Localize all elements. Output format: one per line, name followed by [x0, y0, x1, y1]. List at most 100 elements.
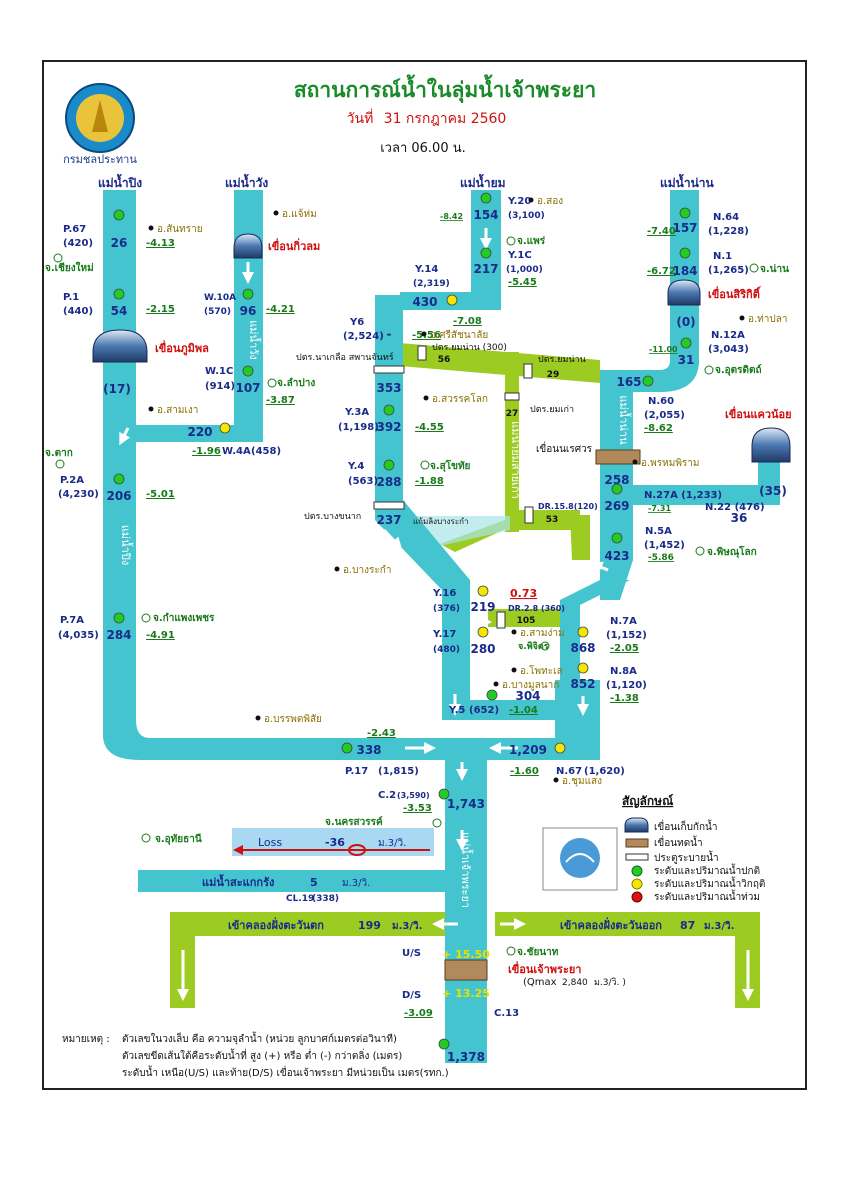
station-dot-n12a	[680, 337, 692, 349]
station-n67-capacity: (1,620)	[584, 766, 625, 777]
level-y3a: -4.55	[415, 422, 444, 433]
station-w1c-capacity: (914)	[205, 381, 235, 392]
bhumibol-dam-label: เขื่อนภูมิพล	[155, 340, 209, 356]
place-dot-phothale	[511, 667, 517, 673]
station-n5a: N.5A	[645, 526, 672, 537]
qmax-label: (Qmax	[523, 977, 557, 988]
place-dot-jaehom	[273, 210, 279, 216]
place-srisatchanalai: อ.ศรีสัชนาลัย	[430, 329, 488, 341]
level-n27a: -7.31	[648, 504, 671, 513]
station-dot-w10a	[242, 288, 254, 300]
station-p7a: P.7A	[60, 615, 84, 626]
level-downstream: -3.09	[404, 1008, 433, 1019]
ping-river-body-label: แม่น้ำปิง	[119, 525, 134, 565]
notes-line-1: ตัวเลขในวงเล็บ คือ ความจุลำน้ำ (หน่วย ลู…	[122, 1031, 397, 1045]
station-dot-y1c	[480, 247, 492, 259]
station-dot-n27a	[611, 483, 623, 495]
level-p67: -4.13	[146, 238, 175, 249]
bangrakam-retention-area	[398, 516, 510, 546]
place-dot-bangmunnak	[493, 681, 499, 687]
place-jaehom: อ.แจ้ห่ม	[282, 208, 317, 220]
kiu-lom-dam-icon	[233, 233, 263, 259]
place-nan: จ.น่าน	[760, 263, 789, 275]
place-dot-song	[528, 197, 534, 203]
yom-old-river-body-label: แม่น้ำยมสายเก่า	[509, 421, 524, 499]
level-n1: -6.72	[647, 266, 676, 277]
station-p67: P.67	[63, 224, 86, 235]
place-nakhonsawan: จ.นครสวรรค์	[325, 816, 383, 828]
flow-y5: 304	[515, 689, 540, 703]
station-y17: Y.17	[432, 629, 456, 640]
legend-flood-dot	[631, 891, 643, 903]
canal-flow-0-73: 0.73	[510, 587, 537, 600]
legend-logo	[542, 827, 618, 891]
legend-item-critical: ระดับและปริมาณน้ำวิกฤติ	[654, 876, 765, 890]
place-phichit: จ.พิจิตร	[518, 641, 549, 652]
logo-text: กรมชลประทาน	[63, 153, 137, 166]
station-n7a-capacity: (1,152)	[606, 630, 647, 641]
station-dot-y14	[446, 294, 458, 306]
flow-y1c: 217	[473, 262, 498, 276]
level-y4: -1.88	[415, 476, 444, 487]
level-n7a: -2.05	[610, 643, 639, 654]
flow-c13: 1,378	[447, 1050, 485, 1064]
legend-critical-dot	[631, 878, 643, 890]
place-bangmunnak: อ.บางมูลนาก	[502, 680, 559, 691]
time-label: เวลา 06.00 น.	[380, 141, 466, 156]
place-tak: จ.ตาก	[45, 448, 73, 459]
station-c13: C.13	[494, 1008, 519, 1019]
station-n1-capacity: (1,265)	[708, 265, 749, 276]
place-uthai: จ.อุทัยธานี	[155, 833, 202, 845]
khwae-noi-dam-icon	[751, 427, 791, 463]
flow-arrows	[119, 228, 609, 851]
province-markers	[53, 236, 759, 956]
place-phitsanulok: จ.พิษณุโลก	[707, 545, 757, 558]
station-cl19: CL.19	[286, 894, 314, 904]
legend-storage-dam-icon	[624, 817, 649, 833]
date-label: วันที่	[347, 109, 374, 127]
flow-yom-353: 353	[376, 381, 401, 395]
retention-label-bangrakam: แก้มลิงบางระกำ	[413, 517, 469, 526]
station-y3a-capacity: (1,198)	[338, 422, 379, 433]
bhumibol-dam-icon	[92, 329, 148, 363]
khwae-noi-outflow: (35)	[759, 484, 787, 498]
bhumibol-outflow: (17)	[103, 382, 131, 396]
station-dot-n64	[679, 207, 691, 219]
legend-item-storage-dam: เขื่อนเก็บกักน้ำ	[654, 819, 717, 833]
sakae-krang-value: 5	[310, 876, 318, 889]
place-chainat: จ.ชัยนาท	[517, 946, 559, 958]
station-y5: Y.5	[448, 705, 465, 716]
station-dot-w1c	[242, 365, 254, 377]
station-y3a: Y.3A	[344, 407, 369, 418]
station-y5-capacity: (652)	[469, 705, 499, 716]
legend-title: สัญลักษณ์	[622, 794, 673, 808]
station-n60-capacity: (2,055)	[644, 410, 685, 421]
station-p2a: P.2A	[60, 475, 84, 486]
canal-flow-29: 29	[547, 370, 560, 380]
canal-flow-53: 53	[546, 515, 559, 525]
station-n67: N.67	[556, 766, 582, 777]
station-dot-y16	[477, 585, 489, 597]
station-dot-n7a	[577, 626, 589, 638]
east-canal-label: เข้าคลองฝั่งตะวันออก	[560, 917, 662, 932]
regulator-gate-icons	[373, 345, 534, 629]
flow-y14: 430	[412, 295, 437, 309]
notes-line-3: ระดับน้ำ เหนือ(U/S) และท้าย(D/S) เขื่อนเ…	[122, 1065, 449, 1079]
level-w1c: -3.87	[266, 395, 295, 406]
flow-p1: 54	[111, 304, 128, 318]
khwae-noi-dam-label: เขื่อนแควน้อย	[725, 406, 792, 421]
upstream-level: + 15.50	[442, 948, 490, 961]
flow-n8a: 852	[570, 677, 595, 691]
flow-y16: 219	[470, 600, 495, 614]
sakae-krang-label: แม่น้ำสะแกกรัง	[202, 874, 274, 889]
station-y17-capacity: (480)	[433, 645, 460, 655]
place-banphot: อ.บรรพตพิสัย	[264, 714, 322, 725]
station-y1c: Y.1C	[507, 250, 532, 261]
station-dot-y3a	[383, 404, 395, 416]
nan-river-body-label: แม่น้ำน่าน	[617, 395, 632, 445]
place-kamphaeng: จ.กำแพงเพชร	[153, 612, 215, 624]
station-dot-p2a	[113, 473, 125, 485]
sirikit-outflow: (0)	[676, 315, 695, 329]
station-dot-c2	[438, 788, 450, 800]
station-n5a-capacity: (1,452)	[644, 540, 685, 551]
